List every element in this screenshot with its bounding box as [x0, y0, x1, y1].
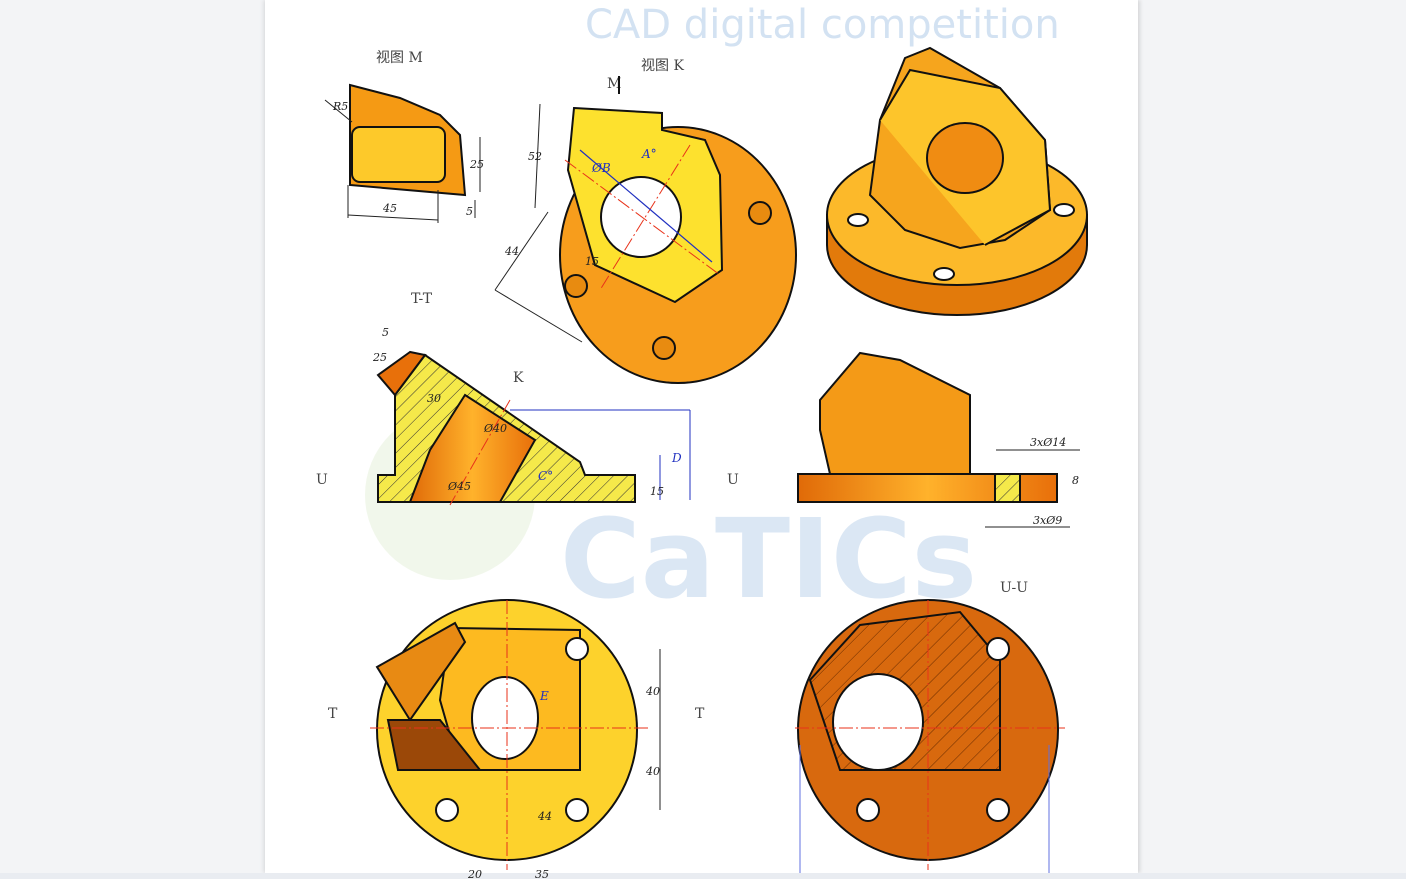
front-view: 3xØ14 3xØ9 8	[797, 351, 1080, 528]
dim-r5: R5	[332, 100, 348, 113]
watermark-logo: CaTICs	[560, 495, 977, 623]
dim-44: 44	[537, 810, 552, 823]
dim-45: 45	[382, 202, 397, 215]
dim-phi40: Ø40	[483, 422, 507, 435]
view-m-title: 视图 M	[376, 50, 423, 66]
marker-t-left: T	[328, 706, 338, 722]
dim-5: 5	[466, 205, 473, 218]
view-m: 视图 M R5 25 5 45	[324, 50, 484, 223]
dim-30: 30	[427, 392, 441, 405]
dim-holes9: 3xØ9	[1033, 514, 1062, 527]
top-view: E 40 40 44 20 35 T T	[328, 599, 705, 879]
dim-15: 15	[650, 485, 664, 498]
dim-a-deg: A°	[641, 147, 657, 161]
dim-15: 15	[585, 255, 599, 268]
view-k: 视图 K M 52 ØB A° 44 15	[494, 58, 797, 384]
bottom-toolbar	[0, 873, 1406, 879]
dim-35: 35	[535, 868, 549, 879]
dim-40: 40	[645, 685, 660, 698]
section-t-t: T-T 25 5 30 Ø40 Ø45 C° D 15 U U K	[316, 291, 739, 506]
dim-20: 20	[467, 868, 482, 879]
dim-holes14: 3xØ14	[1030, 436, 1066, 449]
dim-25: 25	[469, 158, 484, 171]
section-uu-title: U-U	[1000, 580, 1028, 596]
view-k-title: 视图 K	[641, 58, 684, 74]
dim-8: 8	[1072, 474, 1079, 487]
marker-u-right: U	[727, 472, 739, 488]
watermark-tagline: CAD digital competition	[585, 2, 1060, 48]
dim-phi45: Ø45	[447, 480, 471, 493]
dim-52: 52	[528, 150, 542, 163]
section-tt-title: T-T	[411, 291, 433, 307]
section-u-u: U-U	[795, 580, 1065, 873]
dim-e: E	[539, 689, 549, 703]
dim-25: 25	[372, 351, 387, 364]
marker-k: K	[513, 370, 524, 386]
isometric-view	[826, 46, 1088, 316]
watermark: CaTICs CAD digital competition	[560, 2, 1060, 623]
dim-40: 40	[645, 765, 660, 778]
dim-d: D	[671, 451, 682, 465]
dim-phi-b: ØB	[591, 161, 611, 175]
marker-u-left: U	[316, 472, 328, 488]
dim-5: 5	[382, 326, 389, 339]
dim-c-deg: C°	[538, 469, 553, 483]
dim-44: 44	[504, 245, 519, 258]
marker-m: M	[607, 76, 621, 92]
marker-t-right: T	[695, 706, 705, 722]
